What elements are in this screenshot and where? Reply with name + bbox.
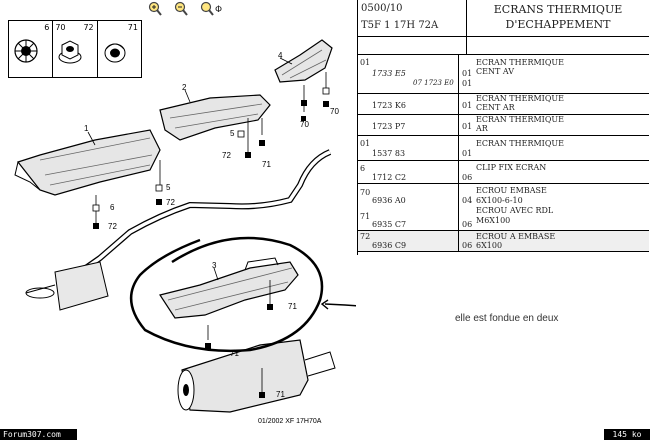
thumbnail-number: 70 <box>55 23 66 32</box>
thumbnail-number: 6 <box>44 23 50 32</box>
parts-table: 0500/10 T5F 1 17H 72A ECRANS THERMIQUE D… <box>357 0 649 255</box>
label-71c: 71 <box>230 349 239 358</box>
magnifier-plus-icon <box>148 1 162 16</box>
svg-text:Φ: Φ <box>215 5 222 15</box>
nut-icon <box>104 43 126 63</box>
label-71d: 71 <box>276 390 285 399</box>
status-bar: Forum307.com 145 ko <box>0 429 650 440</box>
site-watermark: Forum307.com <box>0 429 77 440</box>
thumbnail-clip[interactable]: 6 <box>9 21 54 77</box>
table-row[interactable]: 1723 K6 01 ECRAN THERMIQUE CENT AR <box>358 94 649 115</box>
label-71b: 71 <box>288 302 297 311</box>
heat-shield-3 <box>159 257 299 319</box>
callout-text: elle est fondue en deux <box>455 313 559 324</box>
table-row[interactable]: 01 1537 83 01 ECRAN THERMIQUE <box>358 136 649 161</box>
zoom-out-button[interactable] <box>172 1 192 17</box>
label-70: 70 <box>300 120 309 129</box>
zoom-in-button[interactable] <box>146 1 166 17</box>
label-part-4: 4 <box>278 51 283 60</box>
table-row-highlighted[interactable]: 72 6936 C9 06 ECROU A EMBASE 6X100 <box>358 231 649 252</box>
exhaust-heat-shield-diagram: 1 2 3 4 5 5 6 72 72 70 70 71 71 71 71 72 <box>14 39 356 413</box>
catalog-code: 0500/10 <box>361 3 403 14</box>
label-part-3: 3 <box>212 261 217 270</box>
table-row[interactable]: 1723 P7 01 ECRAN THERMIQUE AR <box>358 115 649 136</box>
flange-nut-icon <box>58 40 82 64</box>
annotation-circle <box>129 236 324 353</box>
table-row[interactable]: 01 1733 E5 07 1723 E0 01 01 ECRAN THERMI… <box>358 55 649 94</box>
label-5: 5 <box>166 183 171 192</box>
rear-silencer <box>177 339 336 413</box>
heat-shield-1 <box>14 129 161 196</box>
label-70b: 70 <box>330 107 339 116</box>
clip-icon <box>14 39 38 63</box>
model-code: T5F 1 17H 72A <box>361 20 439 31</box>
label-72c: 72 <box>222 151 231 160</box>
callout-arrow <box>324 303 356 307</box>
label-72b: 72 <box>108 222 117 231</box>
magnifier-hand-icon: Φ <box>200 1 222 16</box>
thumbnail-nut[interactable]: 71 <box>98 21 141 77</box>
diagram-labels: 1 2 3 4 5 5 6 72 72 70 70 71 71 71 71 72 <box>84 51 339 399</box>
table-row[interactable]: 70 71 6936 A0 6935 C7 04 06 ECROU EMBASE… <box>358 184 649 231</box>
thumbnail-number: 71 <box>127 23 138 32</box>
catalytic-converter <box>25 261 109 311</box>
heat-shield-2 <box>159 94 271 141</box>
magnifier-minus-icon <box>174 1 188 16</box>
file-size: 145 ko <box>604 429 650 440</box>
label-part-1: 1 <box>84 124 89 133</box>
zoom-reset-button[interactable]: Φ <box>198 1 224 17</box>
label-71: 71 <box>262 160 271 169</box>
zoom-toolbar: Φ <box>140 1 250 17</box>
thumbnail-flange-nut[interactable]: 70 72 <box>53 21 98 77</box>
label-part-2: 2 <box>182 83 187 92</box>
thumbnail-number: 72 <box>83 23 94 32</box>
fastener-thumbnails: 6 70 72 71 <box>8 20 142 78</box>
table-row[interactable]: 6 1712 C2 06 CLIP FIX ECRAN <box>358 161 649 184</box>
diagram-caption: 01/2002 XF 17H70A <box>258 418 322 425</box>
table-title: ECRANS THERMIQUE D'ECHAPPEMENT <box>493 3 623 31</box>
label-5b: 5 <box>230 129 235 138</box>
heat-shield-4 <box>274 39 333 83</box>
label-72: 72 <box>166 198 175 207</box>
label-6: 6 <box>110 203 115 212</box>
parts-table-header: 0500/10 T5F 1 17H 72A ECRANS THERMIQUE D… <box>358 0 649 55</box>
